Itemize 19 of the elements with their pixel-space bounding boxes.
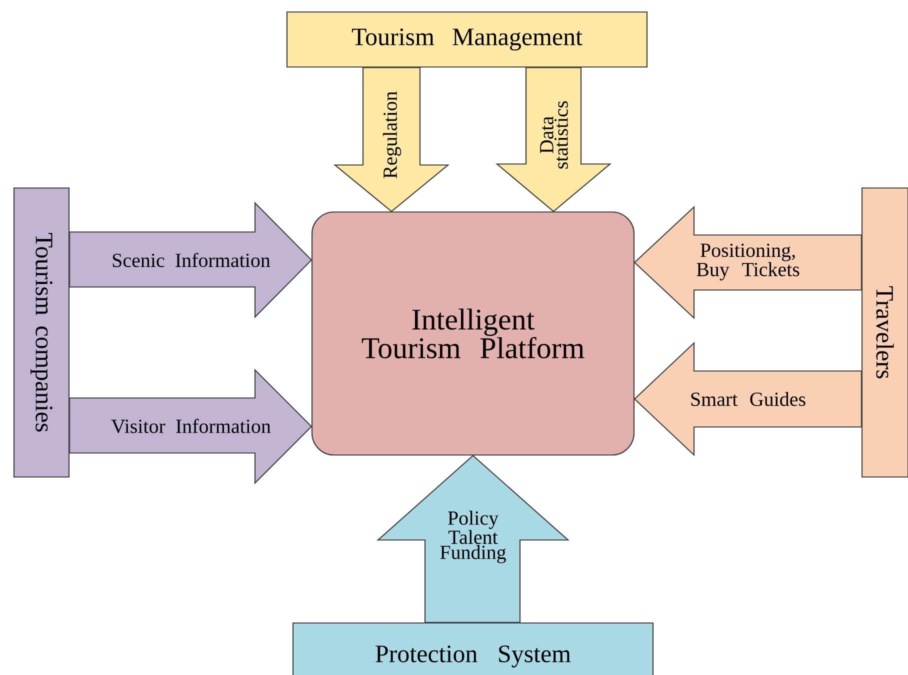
block-arrow xyxy=(69,202,312,318)
edge-label: Data statistics xyxy=(540,101,568,169)
edge-label: Visitor Information xyxy=(111,418,271,434)
edge-label: Regulation xyxy=(382,91,402,178)
block-arrow xyxy=(333,67,450,212)
block-arrow xyxy=(496,67,612,212)
block-arrow xyxy=(634,206,862,320)
title-bar: Protection System xyxy=(292,622,654,675)
edge-label: Positioning, Buy Tickets xyxy=(696,244,800,280)
edge-label: Policy Talent Funding xyxy=(440,510,506,564)
edge-label: Scenic Information xyxy=(112,252,270,268)
side-bar: Travelers xyxy=(861,187,908,478)
block-arrow xyxy=(376,454,570,623)
block-arrow xyxy=(69,368,312,484)
edge-label: Smart Guides xyxy=(691,392,806,406)
block-arrow xyxy=(634,342,862,456)
title-bar: Tourism Management xyxy=(286,11,648,68)
platform-box: Intelligent Tourism Platform xyxy=(311,211,635,456)
side-bar: Tourism companies xyxy=(13,187,70,478)
